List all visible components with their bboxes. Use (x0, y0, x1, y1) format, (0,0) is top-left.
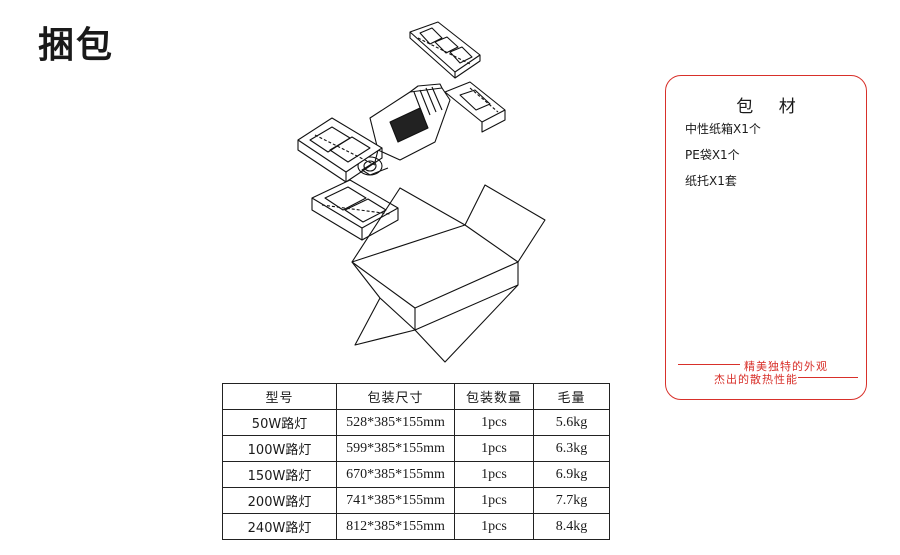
page-title: 捆包 (38, 25, 115, 66)
table-row: 150W路灯 670*385*155mm 1pcs 6.9kg (222, 461, 610, 488)
cell-weight: 6.3kg (533, 435, 610, 462)
cell-qty: 1pcs (454, 435, 534, 462)
table-row: 200W路灯 741*385*155mm 1pcs 7.7kg (222, 487, 610, 514)
left-tray-icon (297, 117, 383, 183)
slogan-line-2: 杰出的散热性能 (714, 373, 798, 386)
cell-weight: 8.4kg (533, 513, 610, 540)
cell-qty: 1pcs (454, 487, 534, 514)
header-package-size: 包装尺寸 (336, 383, 455, 410)
exploded-packaging-illustration (270, 0, 570, 375)
table-row: 100W路灯 599*385*155mm 1pcs 6.3kg (222, 435, 610, 462)
cell-weight: 5.6kg (533, 409, 610, 436)
list-item: 中性纸箱X1个 (685, 122, 761, 136)
slogan: 精美独特的外观 杰出的散热性能 (678, 358, 858, 386)
bottom-tray-icon (311, 179, 399, 241)
divider (798, 377, 858, 378)
table-row: 50W路灯 528*385*155mm 1pcs 5.6kg (222, 409, 610, 436)
packaging-materials-panel: 包 材 中性纸箱X1个 PE袋X1个 纸托X1套 精美独特的外观 杰出的散热性能 (665, 75, 867, 400)
top-tray-icon (409, 21, 481, 79)
cell-model: 200W路灯 (222, 487, 337, 514)
cell-model: 150W路灯 (222, 461, 337, 488)
cell-weight: 6.9kg (533, 461, 610, 488)
list-item: 纸托X1套 (685, 174, 737, 188)
cell-weight: 7.7kg (533, 487, 610, 514)
cell-size: 741*385*155mm (336, 487, 455, 514)
cell-size: 528*385*155mm (336, 409, 455, 436)
table-header-row: 型号 包装尺寸 包装数量 毛量 (222, 383, 610, 410)
cell-qty: 1pcs (454, 409, 534, 436)
header-model: 型号 (222, 383, 337, 410)
cell-model: 100W路灯 (222, 435, 337, 462)
header-gross-weight: 毛量 (533, 383, 610, 410)
street-light-icon (357, 83, 451, 176)
cell-size: 670*385*155mm (336, 461, 455, 488)
cell-size: 812*385*155mm (336, 513, 455, 540)
cell-model: 50W路灯 (222, 409, 337, 436)
header-package-qty: 包装数量 (454, 383, 534, 410)
divider (678, 364, 740, 365)
packaging-spec-table: 型号 包装尺寸 包装数量 毛量 50W路灯 528*385*155mm 1pcs… (222, 383, 610, 540)
list-item: PE袋X1个 (685, 148, 740, 162)
materials-title: 包 材 (736, 97, 806, 117)
cell-qty: 1pcs (454, 461, 534, 488)
slogan-line-1: 精美独特的外观 (744, 360, 828, 373)
cell-size: 599*385*155mm (336, 435, 455, 462)
cell-qty: 1pcs (454, 513, 534, 540)
cell-model: 240W路灯 (222, 513, 337, 540)
table-row: 240W路灯 812*385*155mm 1pcs 8.4kg (222, 513, 610, 540)
materials-list: 中性纸箱X1个 PE袋X1个 纸托X1套 (685, 120, 761, 198)
carton-box-icon (351, 184, 546, 363)
right-tray-icon (444, 81, 506, 133)
